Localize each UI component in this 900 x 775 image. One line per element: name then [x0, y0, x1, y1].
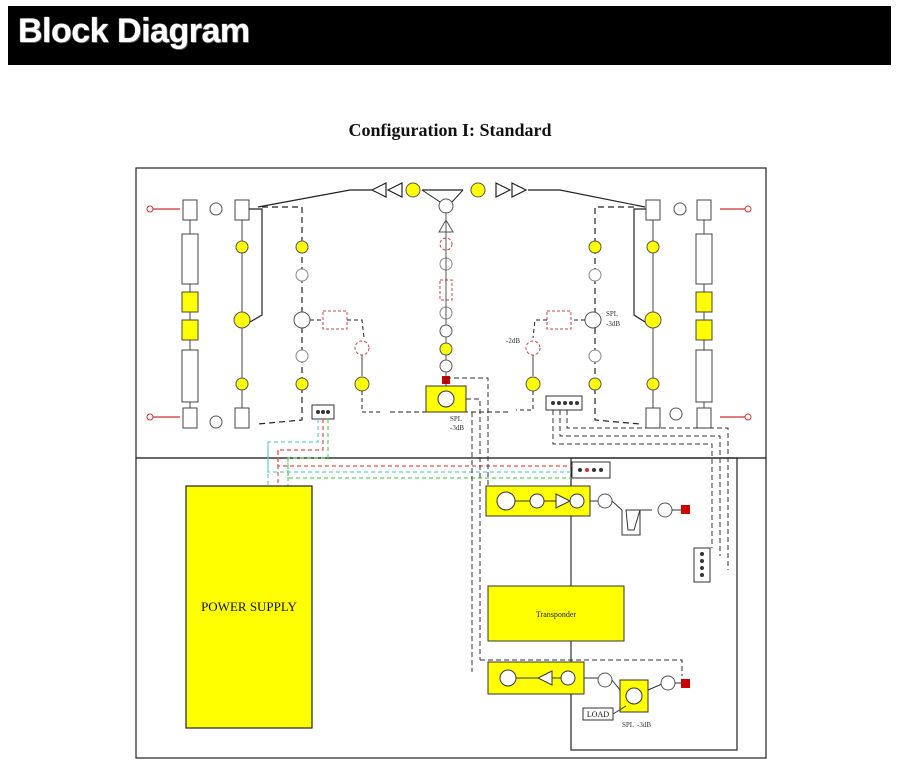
control-lines [445, 377, 729, 676]
lower-frame [135, 457, 767, 759]
top-splitter [438, 198, 454, 214]
receiver-chain [485, 485, 690, 536]
right-connector-block [693, 547, 711, 583]
header-bar: Block Diagram [8, 6, 891, 65]
load-label: LOAD [587, 710, 609, 719]
power-supply-label: POWER SUPPLY [201, 599, 297, 614]
lower-spl-value: -3dB [637, 721, 651, 729]
center-splitter-box [425, 385, 467, 413]
top-signal-path [257, 182, 646, 208]
power-supply-block [185, 485, 313, 729]
right-spl-label: SPL [606, 310, 618, 318]
center-red-connector [442, 376, 450, 384]
lower-connector-strip [571, 461, 611, 479]
page-title: Block Diagram [18, 12, 250, 50]
right-section: SPL -3dB -2dB [466, 199, 752, 429]
transmitter-chain [487, 661, 690, 721]
transponder-block [487, 585, 625, 642]
top-amp-left [405, 182, 421, 198]
right-spl-value: -3dB [606, 320, 620, 328]
top-amp-right [470, 182, 486, 198]
left-section [146, 199, 426, 429]
right-attenuator-label: -2dB [506, 337, 520, 345]
center-spl-label: SPL [450, 415, 462, 423]
transponder-label: Transponder [536, 610, 576, 619]
power-cables [267, 419, 580, 493]
center-spl-value: -3dB [450, 424, 464, 432]
configuration-title: Configuration I: Standard [348, 120, 552, 140]
lower-spl-label: SPL [622, 721, 634, 729]
